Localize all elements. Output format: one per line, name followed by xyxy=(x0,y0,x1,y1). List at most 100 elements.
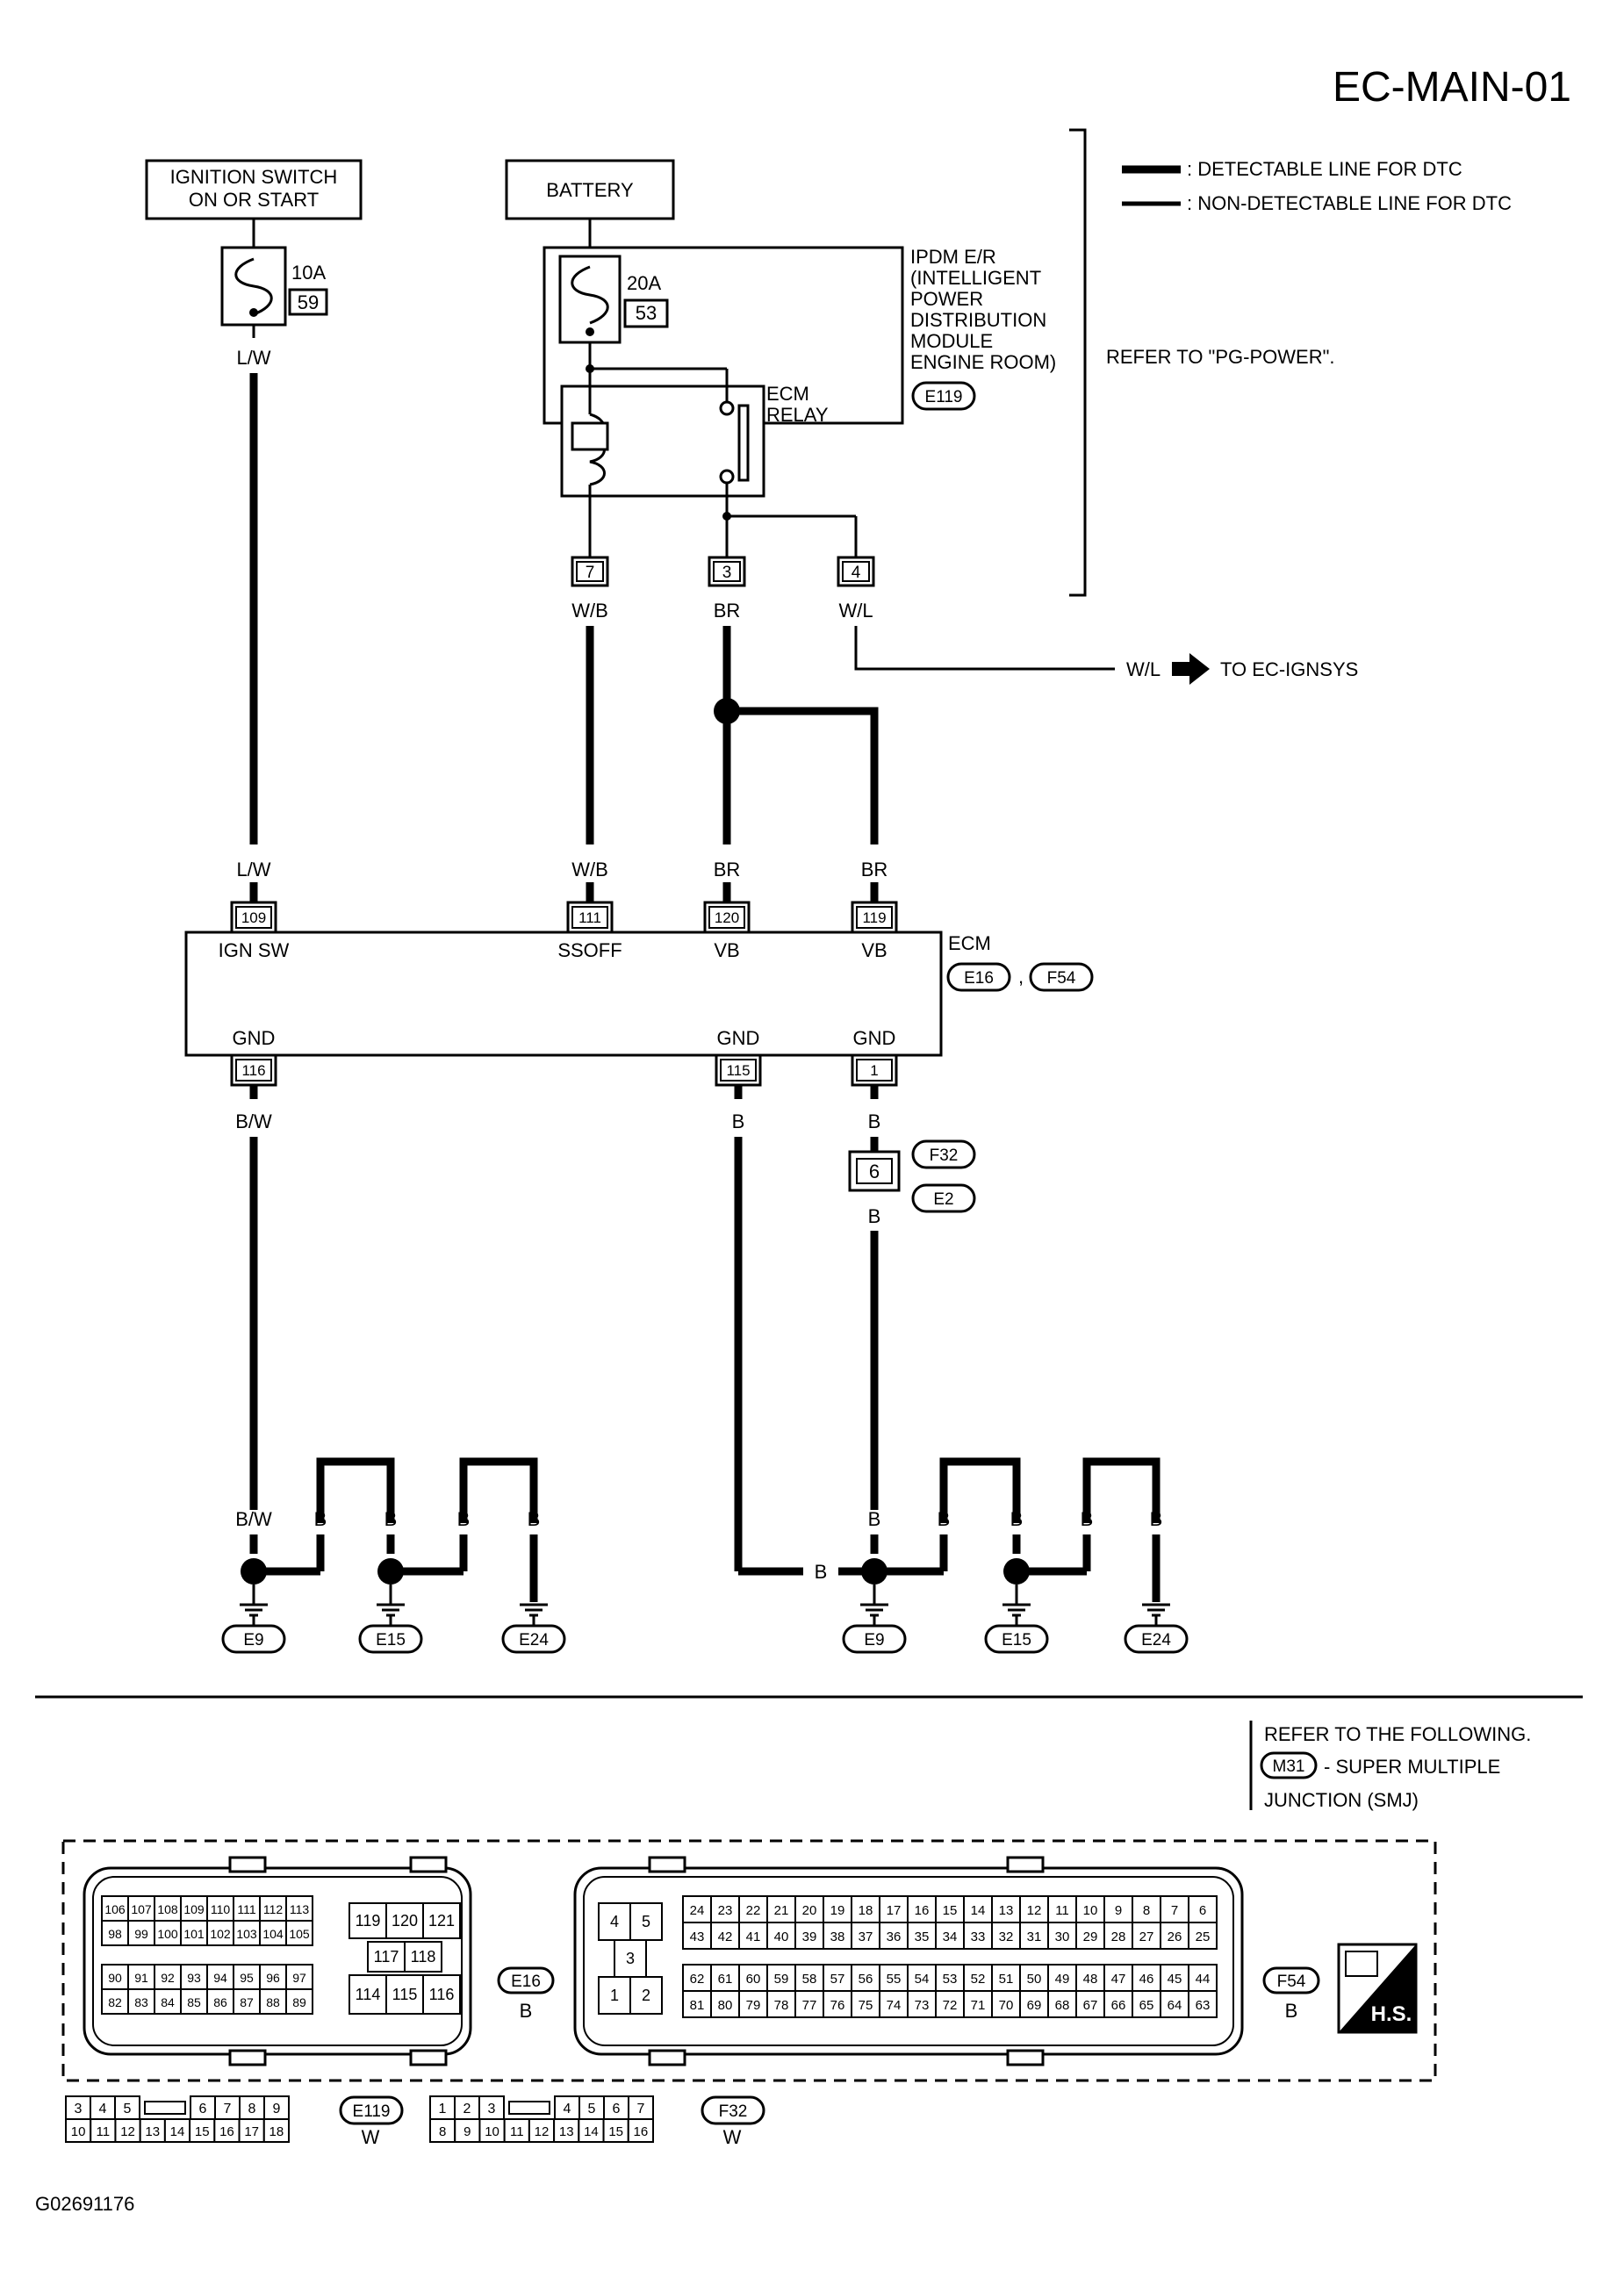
f32-color: W xyxy=(723,2126,742,2148)
ecm-conn-e16-badge xyxy=(946,962,1011,992)
connector-pin: 8 xyxy=(248,2102,256,2116)
e16-color: B xyxy=(520,2000,533,2022)
connector-pin: 23 xyxy=(718,1903,733,1918)
wire-label-b-r4: B xyxy=(1150,1508,1163,1530)
connector-pin: 19 xyxy=(830,1903,845,1918)
connector-pin: 12 xyxy=(535,2124,550,2139)
ground-splice-e15 xyxy=(377,1558,404,1585)
connector-pin: 6 xyxy=(613,2102,621,2116)
connector-pin: 82 xyxy=(108,1995,122,2009)
connector-pin: 15 xyxy=(943,1903,958,1918)
connector-pin: 50 xyxy=(1027,1972,1042,1987)
connector-pin: 32 xyxy=(999,1930,1014,1944)
connector-pin: 52 xyxy=(971,1972,986,1987)
connector-pin: 15 xyxy=(608,2124,623,2139)
wire-label-b-l2: B xyxy=(384,1508,398,1530)
ignition-switch-line1: IGNITION SWITCH xyxy=(170,166,338,188)
connector-pin: 104 xyxy=(262,1927,284,1941)
connector-key-icon xyxy=(508,2101,550,2115)
ecm-relay-line2: RELAY xyxy=(766,404,829,426)
connector-pin: 98 xyxy=(108,1927,122,1941)
ipdm-pin-4-label: 4 xyxy=(852,564,861,582)
connector-pin: 16 xyxy=(219,2124,234,2139)
connector-key-icon xyxy=(144,2101,186,2115)
figure-id: G02691176 xyxy=(35,2193,134,2215)
connector-pin: 7 xyxy=(224,2102,232,2116)
connector-pin: 22 xyxy=(746,1903,761,1918)
f54-color: B xyxy=(1285,2000,1298,2022)
connector-pin: 7 xyxy=(637,2102,645,2116)
ipdm-line-5: MODULE xyxy=(910,330,993,352)
connector-pin: 99 xyxy=(134,1927,148,1941)
connector-pin: 24 xyxy=(690,1903,705,1918)
ecm-pin-119: 119 xyxy=(862,909,886,926)
connector-pin: 59 xyxy=(774,1972,789,1987)
connector-pin: 86 xyxy=(213,1995,227,2009)
ignition-switch: IGNITION SWITCH ON OR START xyxy=(145,159,363,220)
connector-pin: 34 xyxy=(943,1930,958,1944)
diagram-title: EC-MAIN-01 xyxy=(1333,64,1571,111)
connector-pin: 16 xyxy=(915,1903,930,1918)
connector-pin: 67 xyxy=(1083,1998,1098,2013)
wire-label-b-joint: B xyxy=(868,1205,881,1227)
connector-pin: 8 xyxy=(439,2124,446,2139)
hs-badge-label: H.S. xyxy=(1371,2002,1412,2026)
connector-pin: 49 xyxy=(1055,1972,1070,1987)
connector-pin: 13 xyxy=(145,2124,160,2139)
connector-pin: 83 xyxy=(134,1995,148,2009)
connector-pin: 64 xyxy=(1168,1998,1182,2013)
wire-label-wl-right: W/L xyxy=(1126,658,1161,680)
connector-pin: 13 xyxy=(559,2124,574,2139)
ipdm-er: 20A 53 ECM RELAY IPDM E/R (INTELLIGENT P… xyxy=(543,246,1056,557)
connector-pin: 114 xyxy=(356,1986,381,2003)
connector-pin: 56 xyxy=(859,1972,873,1987)
connector-pin: 89 xyxy=(292,1995,306,2009)
ipdm-pin-7 xyxy=(571,421,609,451)
connector-pin: 5 xyxy=(588,2102,596,2116)
connector-pin: 39 xyxy=(802,1930,817,1944)
connector-pin: 103 xyxy=(236,1927,257,1941)
connector-pin: 107 xyxy=(131,1902,152,1916)
connector-pin: 102 xyxy=(210,1927,231,1941)
connector-pin: 11 xyxy=(1055,1903,1069,1918)
ipdm-line-4: DISTRIBUTION xyxy=(910,309,1046,331)
connector-pin: 120 xyxy=(392,1912,418,1930)
connector-pin: 53 xyxy=(943,1972,958,1987)
connector-pin: 21 xyxy=(774,1903,789,1918)
connector-pin: 115 xyxy=(392,1986,418,2003)
ground-e15-left: E15 xyxy=(376,1631,406,1649)
ground-icon xyxy=(240,1603,268,1617)
joint-conn-f32: F32 xyxy=(930,1146,959,1165)
connector-pin: 101 xyxy=(183,1927,205,1941)
refer-following-line1: REFER TO THE FOLLOWING. xyxy=(1264,1723,1531,1745)
connector-pin: 42 xyxy=(718,1930,733,1944)
joint-conn-f32-badge xyxy=(911,1139,976,1169)
connector-pin: 25 xyxy=(1196,1930,1211,1944)
ipdm-bracket xyxy=(1069,128,1087,597)
connector-pin: 4 xyxy=(564,2102,571,2116)
connector-pin: 73 xyxy=(915,1998,930,2013)
ground-e24-right: E24 xyxy=(1141,1631,1171,1649)
connector-pin: 87 xyxy=(240,1995,254,2009)
legend-non-detectable: : NON-DETECTABLE LINE FOR DTC xyxy=(1187,192,1512,214)
ground-e9-right: E9 xyxy=(864,1631,884,1649)
ecm-conn-e16: E16 xyxy=(964,969,994,988)
connector-pin: 61 xyxy=(718,1972,733,1987)
connector-pin: 4 xyxy=(610,1913,619,1930)
ecm-title: ECM xyxy=(948,932,991,954)
connector-pin: 18 xyxy=(859,1903,873,1918)
connector-pin: 5 xyxy=(642,1913,650,1930)
wire-label-b-horizontal: B xyxy=(815,1561,828,1583)
joint-connector: 6 F32 E2 xyxy=(848,1139,976,1213)
connector-pin: 47 xyxy=(1111,1972,1126,1987)
ipdm-line-1: IPDM E/R xyxy=(910,246,996,268)
ecm: IGN SW SSOFF VB VB GND GND GND ECM E16 ,… xyxy=(184,931,1094,1057)
ecm-label-vb-1: VB xyxy=(714,939,739,961)
connector-pin: 46 xyxy=(1139,1972,1154,1987)
relay-contact-icon xyxy=(737,404,750,482)
connector-pin: 45 xyxy=(1168,1972,1182,1987)
connector-pin: 26 xyxy=(1168,1930,1182,1944)
wire-label-b-r3: B xyxy=(1081,1508,1094,1530)
ecm-conn-f54: F54 xyxy=(1047,969,1076,988)
